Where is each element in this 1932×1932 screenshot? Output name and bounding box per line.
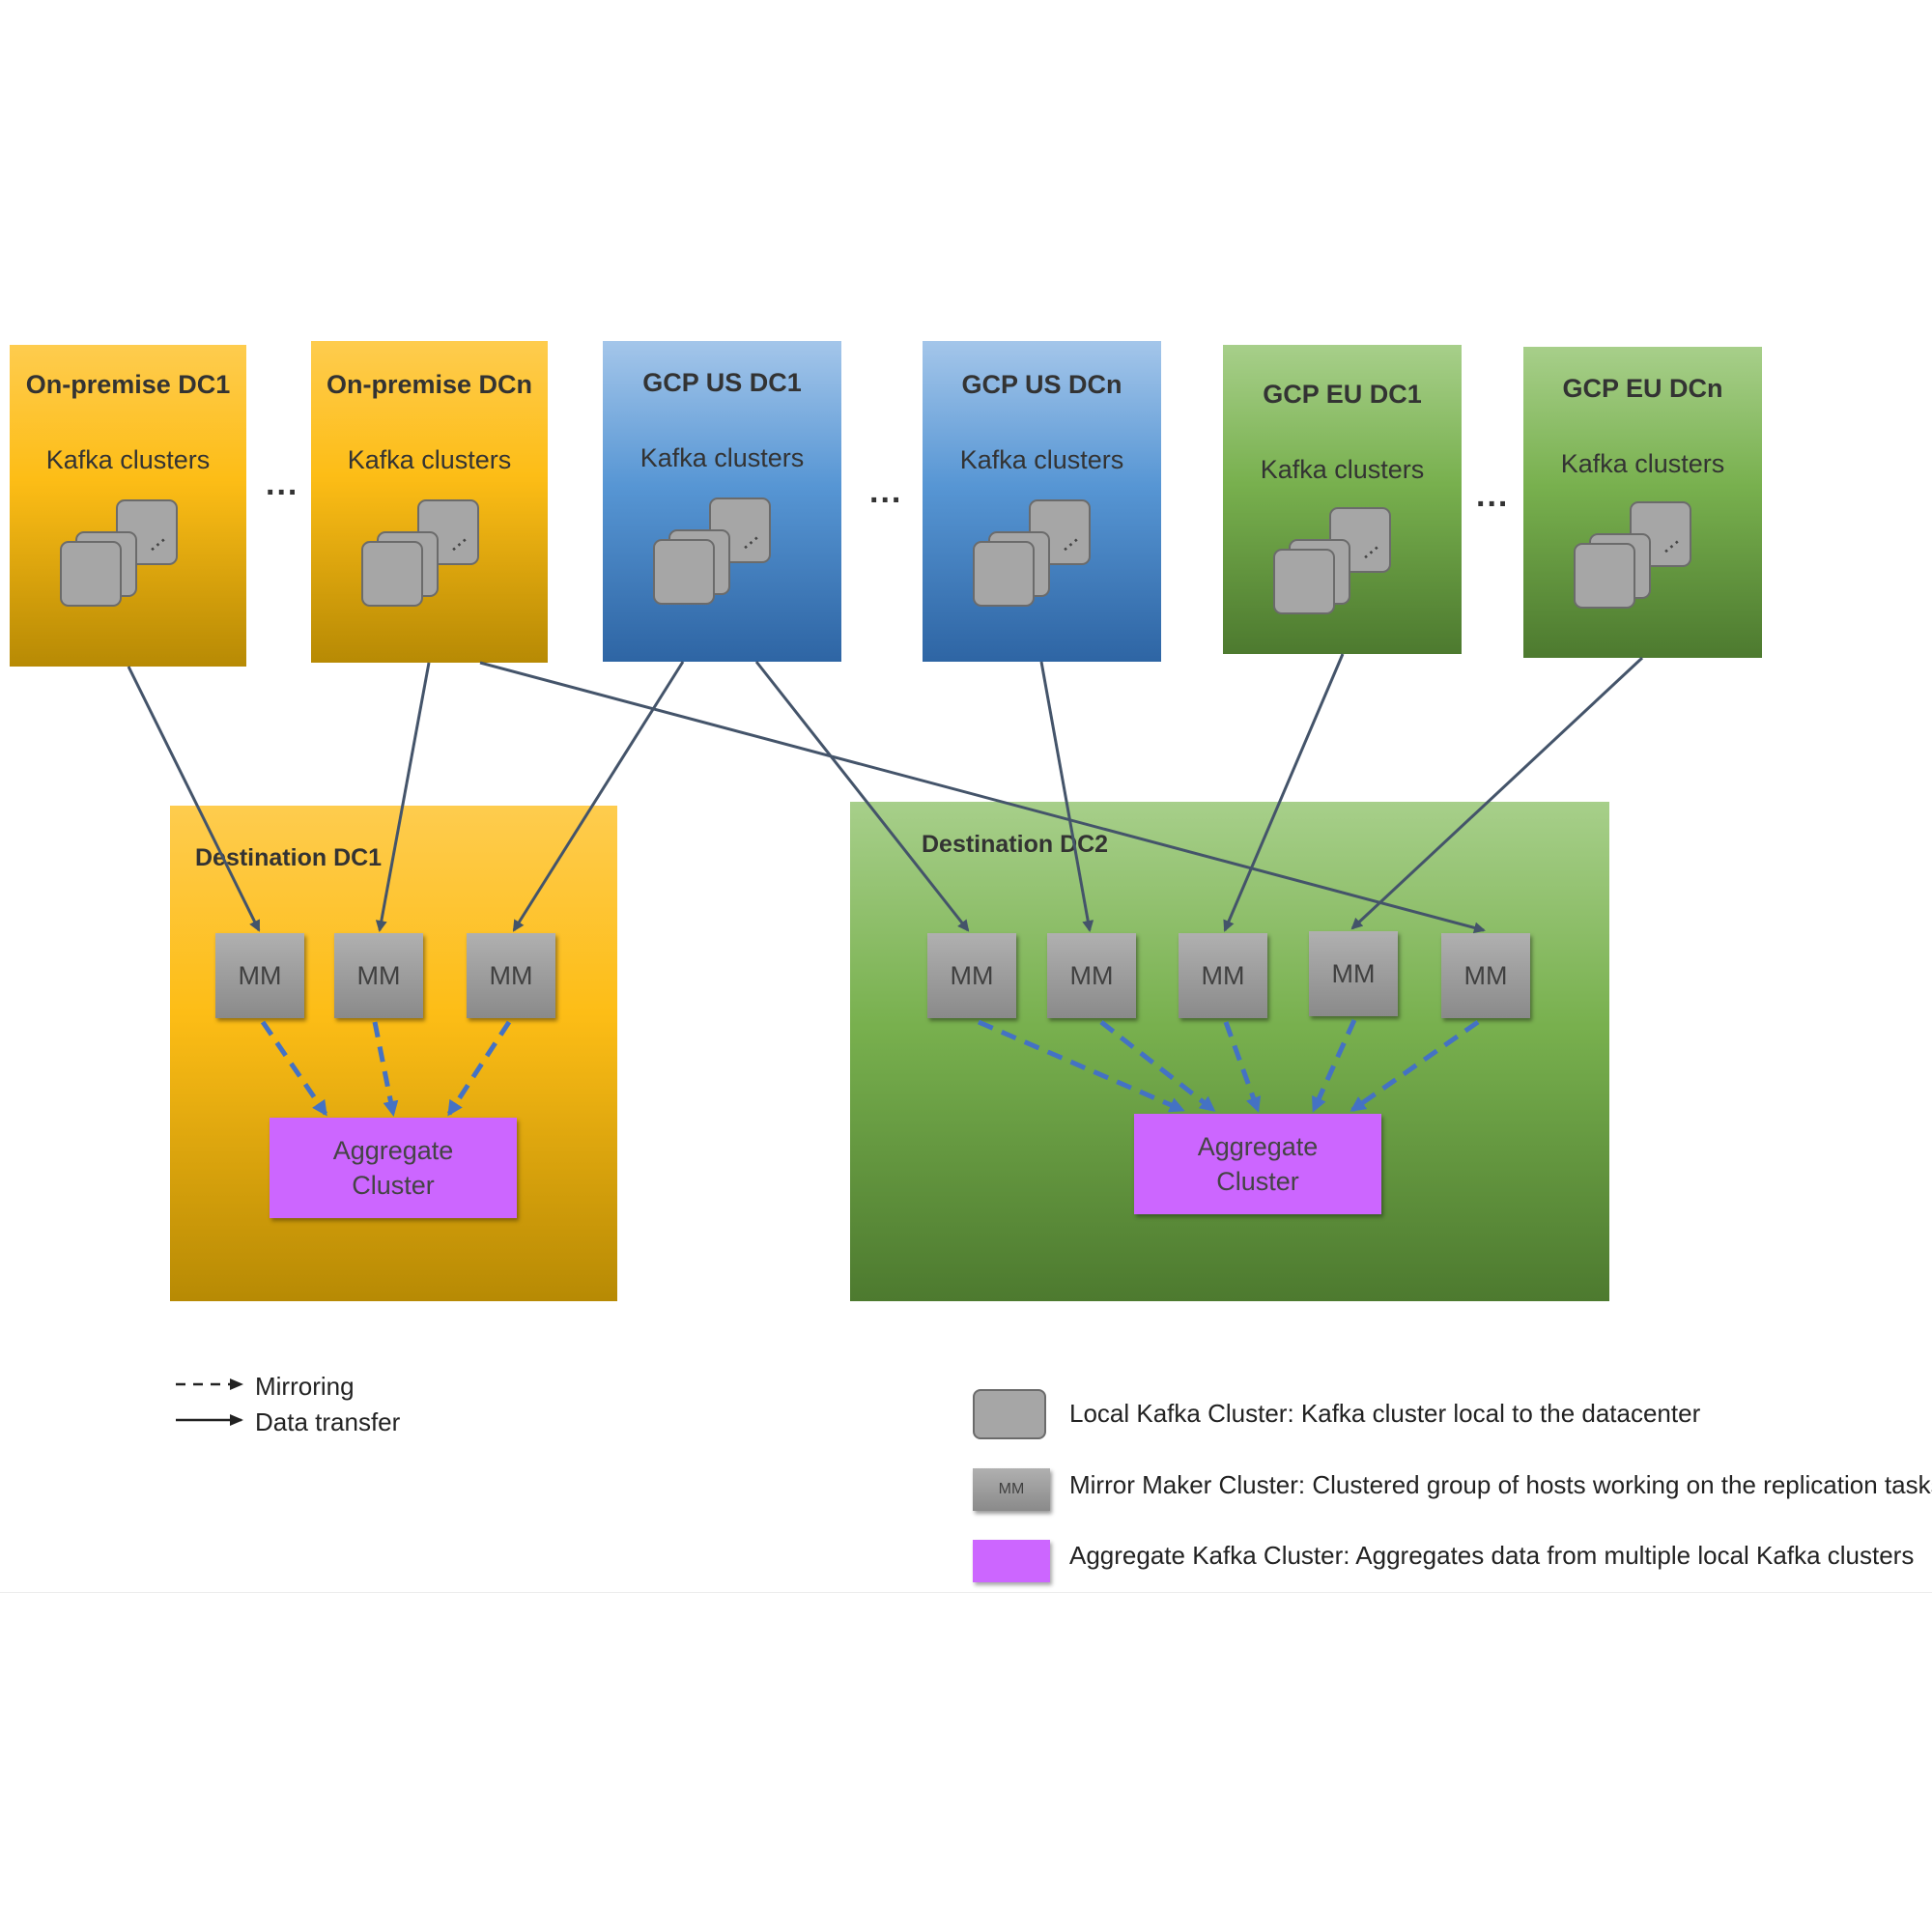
destination-dc-title: Destination DC2: [922, 831, 1109, 858]
source-dc-subtitle: Kafka clusters: [347, 445, 512, 474]
source-dc-title: On-premise DCn: [326, 370, 533, 399]
aggregate-cluster: Aggregate Cluster: [270, 1118, 517, 1218]
source-dc-subtitle: Kafka clusters: [1560, 449, 1725, 478]
kafka-cluster-stack-icon: ···: [54, 499, 189, 625]
aggregate-cluster-label-1: Aggregate: [1197, 1132, 1319, 1161]
source-dc-subtitle: Kafka clusters: [45, 445, 211, 474]
kafka-cluster-stack-icon: ···: [1267, 507, 1403, 633]
source-dc-gcp-eu-n: GCP EU DCn Kafka clusters ···: [1523, 347, 1762, 658]
aggregate-cluster-label-1: Aggregate: [332, 1136, 454, 1165]
legend-aggregate-label: Aggregate Kafka Cluster: Aggregates data…: [1069, 1541, 1915, 1570]
bottom-divider: [0, 1592, 1932, 1593]
legend-mirror-maker-label: Mirror Maker Cluster: Clustered group of…: [1069, 1470, 1932, 1499]
source-dc-title: GCP US DC1: [642, 368, 802, 397]
aggregate-cluster: Aggregate Cluster: [1134, 1114, 1381, 1214]
source-dc-subtitle: Kafka clusters: [959, 445, 1124, 474]
kafka-cluster-stack-icon: ···: [1568, 501, 1703, 627]
legend-aggregate-swatch: [973, 1540, 1050, 1582]
mirror-maker-node: MM: [1047, 933, 1136, 1018]
mirror-maker-node: MM: [1179, 933, 1267, 1018]
mirror-maker-node: MM: [1441, 933, 1530, 1018]
source-dc-onprem-n: On-premise DCn Kafka clusters ···: [311, 341, 548, 663]
mirror-maker-node: MM: [334, 933, 423, 1018]
ellipsis-onprem: ...: [266, 466, 299, 502]
aggregate-cluster-label-2: Cluster: [352, 1171, 435, 1200]
destination-dc-1: [170, 806, 617, 1301]
source-dc-gcp-eu-1: GCP EU DC1 Kafka clusters ···: [1223, 345, 1462, 654]
ellipsis-gcp-us: ...: [869, 473, 903, 510]
source-dc-gcp-us-1: GCP US DC1 Kafka clusters ···: [603, 341, 841, 662]
source-dc-title: GCP EU DCn: [1562, 374, 1723, 403]
source-dc-title: GCP US DCn: [961, 370, 1122, 399]
legend-mirror-maker-swatch: MM: [973, 1468, 1050, 1511]
source-dc-title: On-premise DC1: [25, 370, 231, 399]
legend-local-kafka-swatch: [973, 1389, 1046, 1439]
aggregate-cluster-label-2: Cluster: [1216, 1167, 1299, 1196]
source-dc-title: GCP EU DC1: [1263, 380, 1422, 409]
mirror-maker-node: MM: [927, 933, 1016, 1018]
mirror-maker-node: MM: [1309, 931, 1398, 1016]
kafka-cluster-stack-icon: ···: [355, 499, 491, 625]
source-dc-subtitle: Kafka clusters: [639, 443, 805, 472]
destination-dc-2: [850, 802, 1609, 1301]
legend-mirroring-label: Mirroring: [255, 1372, 355, 1401]
source-dc-onprem-1: On-premise DC1 Kafka clusters ···: [10, 345, 246, 667]
destination-dc-title: Destination DC1: [195, 844, 383, 871]
source-dc-subtitle: Kafka clusters: [1260, 455, 1425, 484]
kafka-cluster-stack-icon: ···: [967, 499, 1102, 625]
mirror-maker-node: MM: [467, 933, 555, 1018]
legend-data-transfer-label: Data transfer: [255, 1407, 401, 1436]
ellipsis-gcp-eu: ...: [1476, 477, 1510, 514]
kafka-cluster-stack-icon: ···: [647, 497, 782, 623]
legend-local-kafka-label: Local Kafka Cluster: Kafka cluster local…: [1069, 1399, 1701, 1428]
mirror-maker-node: MM: [215, 933, 304, 1018]
source-dc-gcp-us-n: GCP US DCn Kafka clusters ···: [923, 341, 1161, 662]
